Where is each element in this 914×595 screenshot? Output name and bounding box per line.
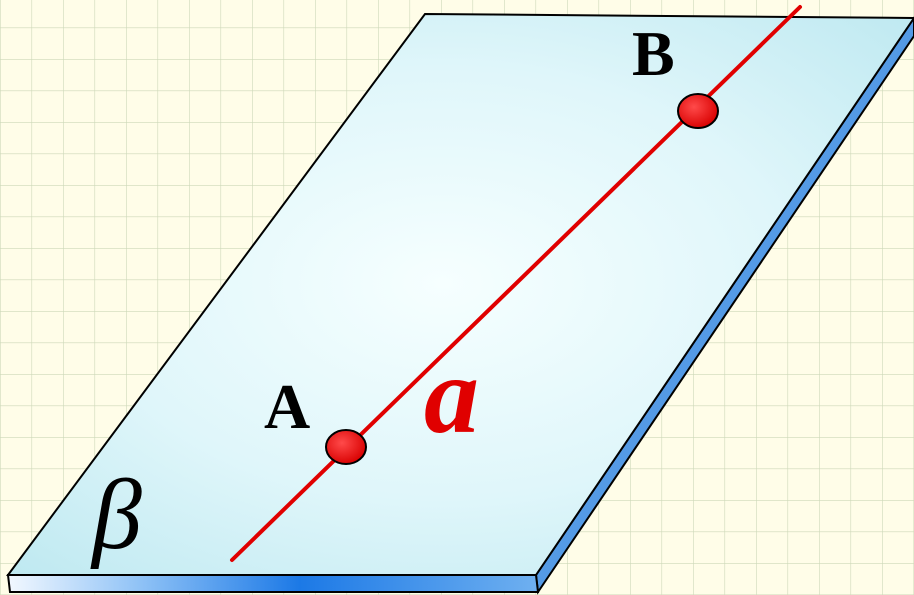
plane-beta	[6, 12, 914, 576]
plane-beta-label: β	[90, 459, 142, 570]
point-a	[325, 429, 367, 465]
point-a-label: A	[264, 371, 310, 442]
point-b	[677, 93, 719, 129]
plane-bottom-edge	[6, 574, 540, 593]
line-a-label: a	[424, 334, 479, 456]
point-b-label: B	[632, 18, 675, 89]
